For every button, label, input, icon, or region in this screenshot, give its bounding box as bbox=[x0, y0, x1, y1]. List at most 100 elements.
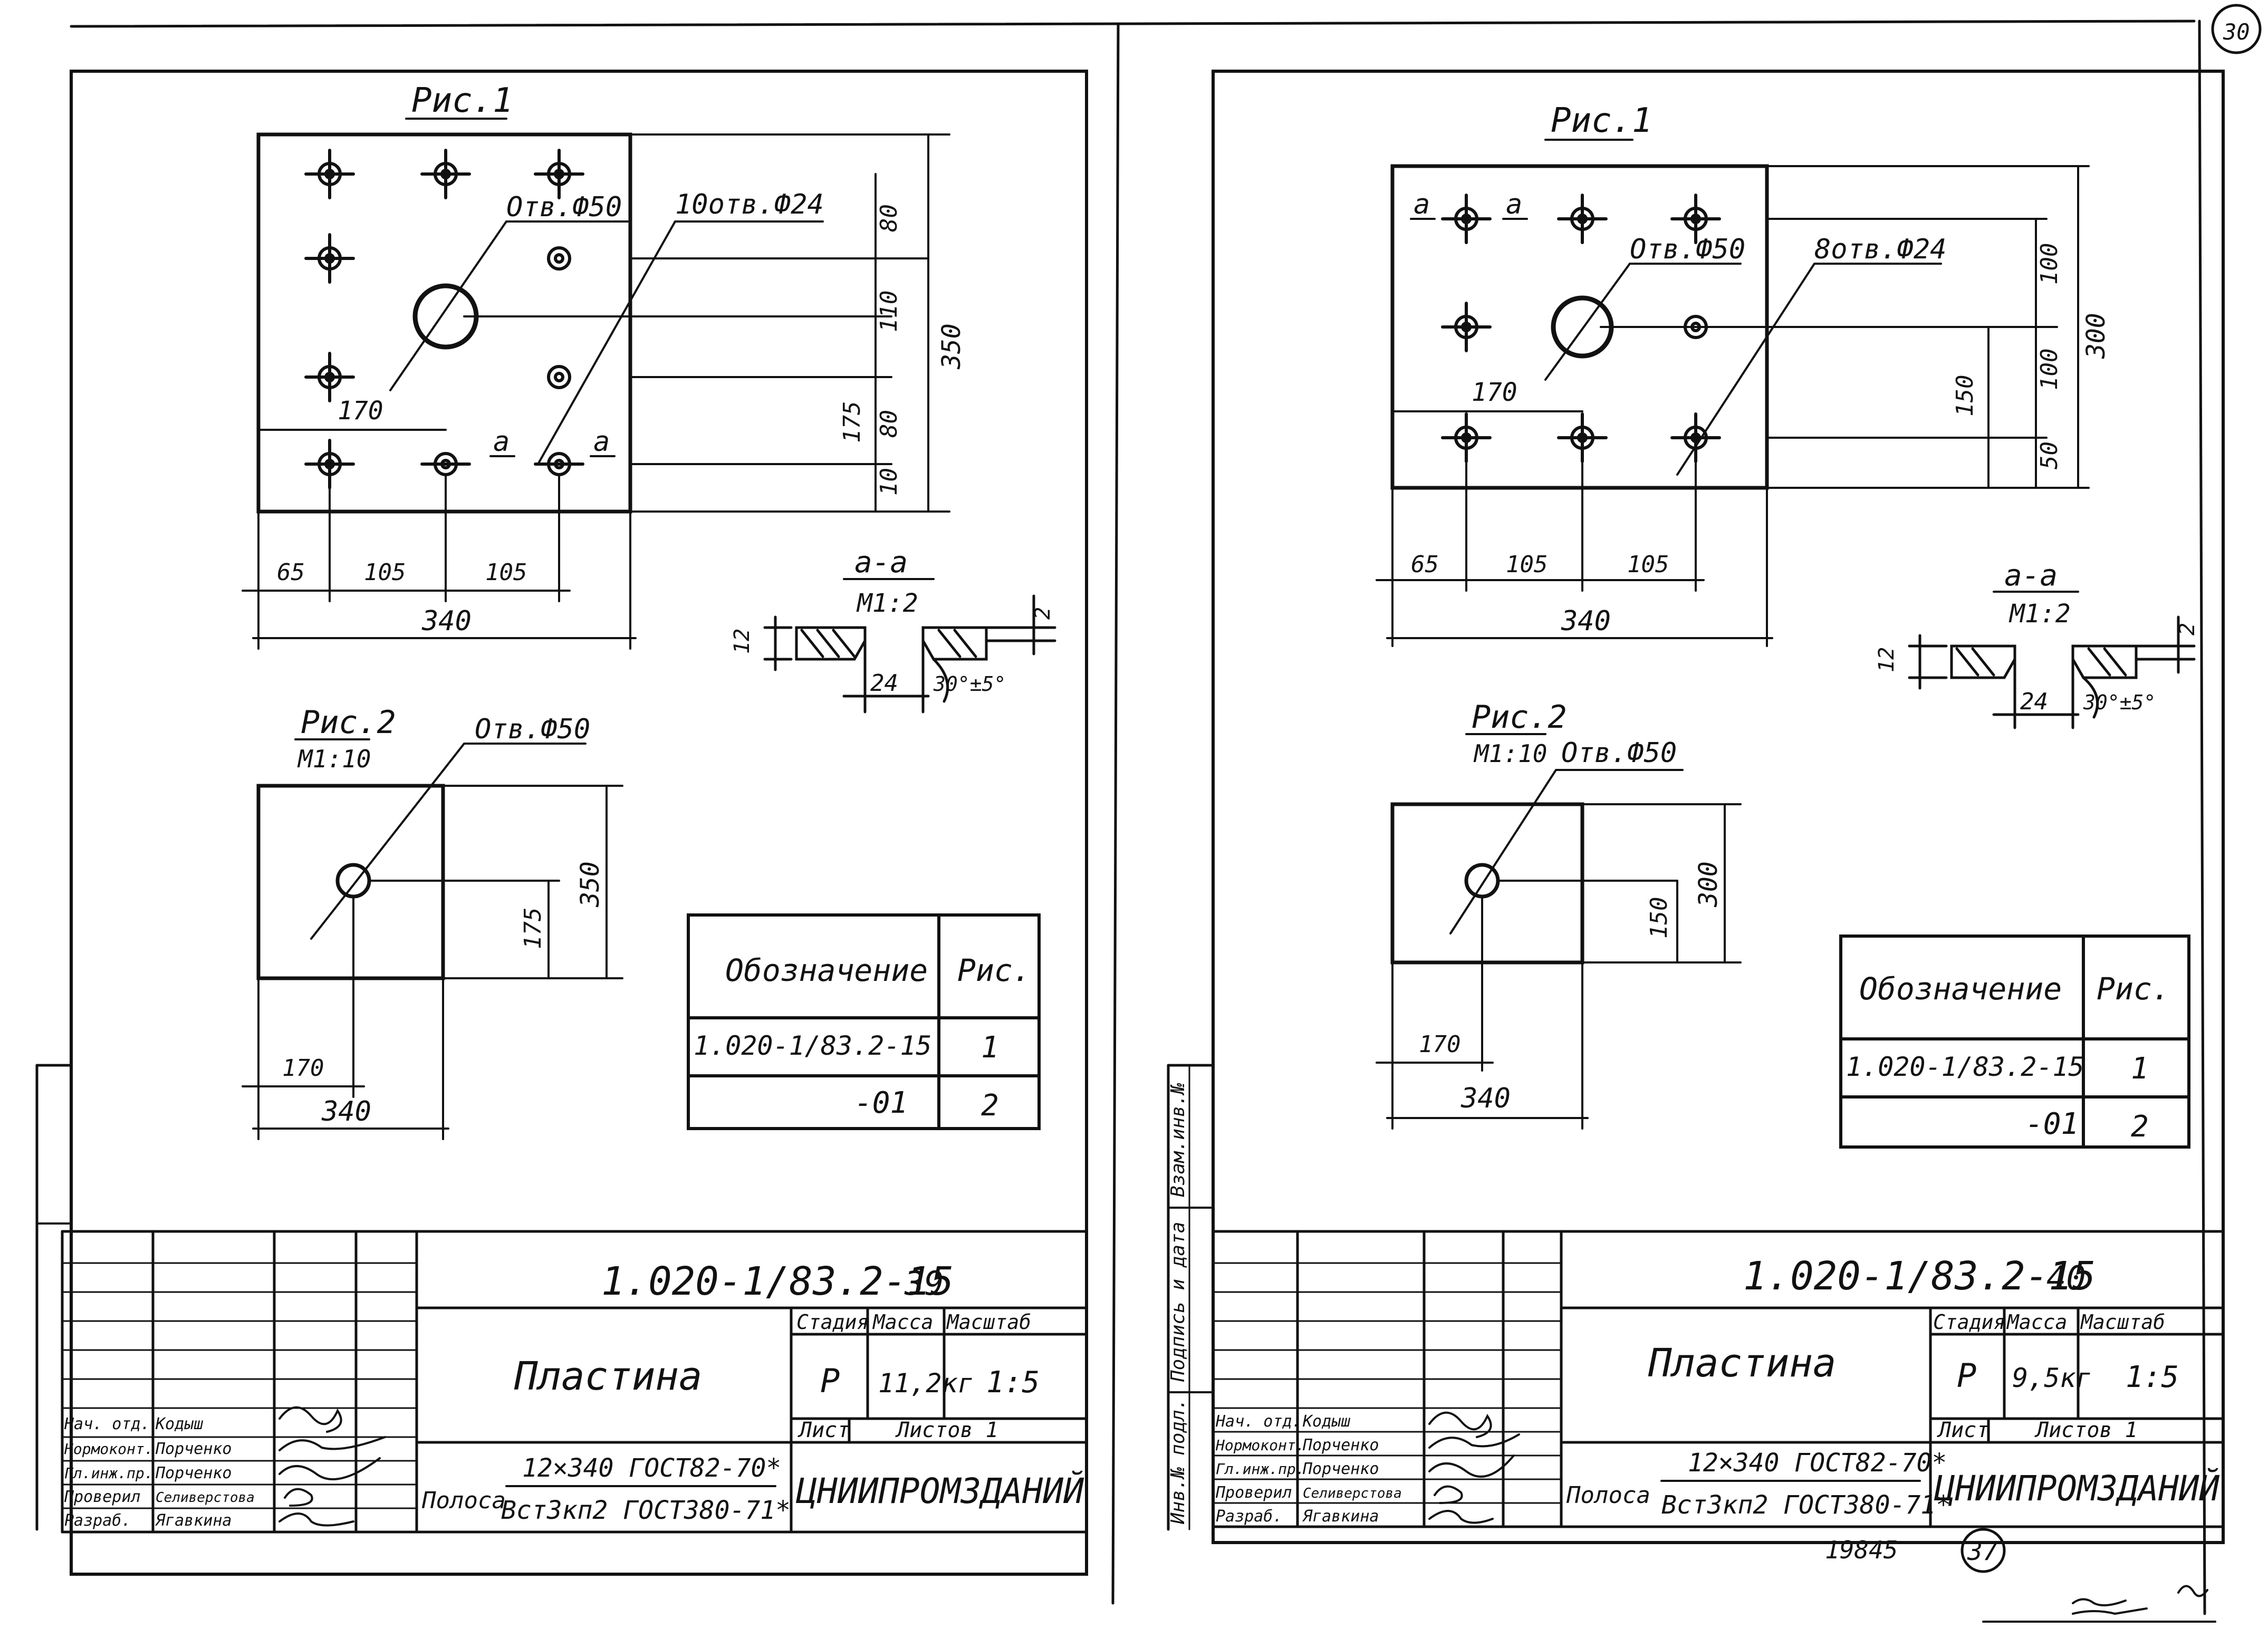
left-fig1-dim-175: 175 bbox=[839, 401, 866, 443]
left-sheet-frame bbox=[70, 70, 1088, 1576]
right-fig1-holes bbox=[1441, 194, 1721, 463]
right-signer-name-5: Ягавкина bbox=[1302, 1507, 1379, 1526]
left-signer-role-5: Разраб. bbox=[64, 1511, 131, 1530]
left-fig1-section-a2: a bbox=[593, 426, 610, 458]
right-signer-name-4: Селиверстова bbox=[1303, 1486, 1402, 1501]
right-section-dim-24: 24 bbox=[2020, 688, 2048, 715]
left-stage-header: Стадия bbox=[796, 1311, 869, 1334]
left-signer-role-3: Гл.инж.пр. bbox=[64, 1464, 153, 1482]
right-material-line2: Вст3кп2 ГОСТ380-71* bbox=[1661, 1490, 1951, 1520]
left-fig2-scale: М1:10 bbox=[297, 745, 371, 773]
left-section-dim-12: 12 bbox=[730, 629, 754, 654]
right-doc-code: 1.020-1/83.2-15 bbox=[1743, 1254, 2096, 1299]
right-sheet: Взам.инв.№ Подпись и дата Инв.№ подл. Ри… bbox=[1167, 4, 2262, 1623]
page-frame bbox=[70, 20, 2206, 1615]
left-fig1-dim-170: 170 bbox=[338, 396, 383, 426]
left-spec-row1-fig: 1 bbox=[981, 1030, 999, 1065]
right-fig1-dim-100a: 100 bbox=[2036, 243, 2063, 285]
right-fig1: Рис.1 bbox=[1376, 101, 2111, 647]
right-fig2-label-hole: Отв.Ф50 bbox=[1561, 737, 1677, 769]
right-fig1-dim-300: 300 bbox=[2081, 313, 2111, 359]
right-fig2-dim-300: 300 bbox=[1694, 861, 1723, 908]
right-fig2-dim-340: 340 bbox=[1460, 1083, 1511, 1114]
right-spec-row1-designation: 1.020-1/83.2-15 bbox=[1846, 1052, 2084, 1082]
right-signer-role-1: Нач. отд. bbox=[1215, 1412, 1302, 1431]
right-signer-role-3: Гл.инж.пр. bbox=[1216, 1460, 1305, 1478]
left-fig1-dim-80a: 80 bbox=[876, 204, 902, 232]
left-signer-role-2: Нормоконт. bbox=[64, 1440, 153, 1458]
left-title-block: 1.020-1/83.2-15 39 Пластина Стадия Масса… bbox=[61, 1230, 1088, 1534]
right-fig1-label-hole-big: Отв.Ф50 bbox=[1630, 234, 1745, 265]
right-organization: ЦНИИПРОМЗДАНИЙ bbox=[1934, 1468, 2219, 1509]
left-section-angle: 30°±5° bbox=[933, 672, 1006, 696]
right-section-dim-12: 12 bbox=[1875, 647, 1899, 672]
left-signer-role-1: Нач. отд. bbox=[64, 1415, 150, 1433]
left-organization: ЦНИИПРОМЗДАНИЙ bbox=[795, 1470, 1084, 1511]
left-fig1-plate bbox=[256, 132, 632, 514]
circled-number: 37 bbox=[1967, 1537, 1998, 1566]
right-spec-row1-fig: 1 bbox=[2131, 1052, 2149, 1086]
right-fig1-dim-105a: 105 bbox=[1506, 551, 1548, 578]
right-fig2-hole bbox=[1464, 863, 1500, 899]
left-sheet-label: Лист bbox=[797, 1418, 850, 1442]
right-material-line1: 12×340 ГОСТ82-70* bbox=[1688, 1448, 1947, 1478]
left-item-name: Пластина bbox=[514, 1354, 702, 1399]
left-fig1-section-a1: a bbox=[493, 426, 510, 458]
right-fig2-dim-150: 150 bbox=[1646, 897, 1673, 939]
left-page-no: 39 bbox=[904, 1264, 944, 1303]
right-fig1-label-holes-small: 8отв.Ф24 bbox=[1814, 234, 1946, 265]
left-signer-name-4: Селиверстова bbox=[156, 1490, 255, 1506]
right-spec-row2-fig: 2 bbox=[2131, 1110, 2149, 1144]
right-signer-role-4: Проверил bbox=[1215, 1483, 1292, 1502]
left-fig1-dim-10: 10 bbox=[876, 468, 902, 496]
right-scale-header: Масштаб bbox=[2080, 1311, 2165, 1334]
right-signer-name-3: Порченко bbox=[1302, 1460, 1379, 1478]
left-fig1-dim-105b: 105 bbox=[485, 559, 527, 586]
right-fig1-dim-65: 65 bbox=[1411, 551, 1439, 578]
right-stamp-vzam: Взам.инв.№ bbox=[1167, 1083, 1189, 1197]
left-fig2-dim-340: 340 bbox=[321, 1096, 371, 1128]
left-signer-name-5: Ягавкина bbox=[155, 1511, 232, 1530]
right-scale: 1:5 bbox=[2126, 1360, 2179, 1394]
right-mass: 9,5кг bbox=[2012, 1363, 2092, 1393]
right-spec-row2-designation: -01 bbox=[2025, 1107, 2079, 1141]
left-spec-header-designation: Обозначение bbox=[725, 952, 928, 988]
left-section-dim-24: 24 bbox=[870, 670, 898, 697]
right-material-prefix: Полоса bbox=[1566, 1482, 1650, 1509]
right-section-scale: М1:2 bbox=[2008, 599, 2071, 629]
left-fig2-dim-350: 350 bbox=[575, 861, 605, 908]
left-signer-name-3: Порченко bbox=[155, 1464, 232, 1482]
left-fig1-dim-350: 350 bbox=[937, 323, 966, 370]
right-mass-header: Масса bbox=[2006, 1311, 2067, 1334]
left-fig1-dim-80b: 80 bbox=[876, 410, 902, 438]
left-spec-header-fig: Рис. bbox=[957, 952, 1031, 988]
left-fig1-dim-65: 65 bbox=[277, 559, 305, 586]
archive-number: 19845 bbox=[1825, 1536, 1898, 1564]
right-item-name: Пластина bbox=[1648, 1341, 1836, 1386]
right-stage: Р bbox=[1957, 1356, 1976, 1395]
left-sheet: Рис. 1 bbox=[35, 70, 1088, 1576]
right-fig1-dim-105b: 105 bbox=[1627, 551, 1669, 578]
left-scale-header: Масштаб bbox=[946, 1311, 1031, 1334]
right-fig2-plate bbox=[1390, 802, 1584, 965]
right-spec-header-fig: Рис. bbox=[2097, 971, 2170, 1007]
corner-mark-ring bbox=[2211, 4, 2262, 54]
left-section-dim-2: 2 bbox=[1031, 607, 1055, 620]
corner-mark: 30 bbox=[2223, 19, 2250, 45]
right-fig2: Рис.2 М1:10 Отв.Ф50 150 300 170 bbox=[1376, 699, 1742, 1130]
left-fig1-dim-110: 110 bbox=[876, 291, 902, 332]
right-stamp-podpis: Подпись и дата bbox=[1167, 1222, 1189, 1382]
right-page-no: 40 bbox=[2046, 1259, 2086, 1297]
left-mass: 11,2кг bbox=[878, 1368, 974, 1399]
right-spec-table bbox=[1839, 934, 2190, 1149]
left-fig1-title: Рис.1 bbox=[411, 81, 513, 120]
left-section-title: а-а bbox=[854, 545, 908, 580]
left-fig2: Рис.2 М1:10 Отв.Ф50 175 350 170 bbox=[242, 704, 623, 1140]
left-fig2-plate bbox=[256, 784, 445, 980]
left-signer-name-1: Кодыш bbox=[155, 1415, 203, 1433]
right-stamp-inv: Инв.№ подл. bbox=[1167, 1399, 1189, 1525]
left-section-aa: а-а М1:2 12 2 24 30°±5° bbox=[730, 545, 1056, 714]
left-section-scale: М1:2 bbox=[856, 589, 918, 618]
left-spec-row1-designation: 1.020-1/83.2-15 bbox=[694, 1030, 932, 1061]
